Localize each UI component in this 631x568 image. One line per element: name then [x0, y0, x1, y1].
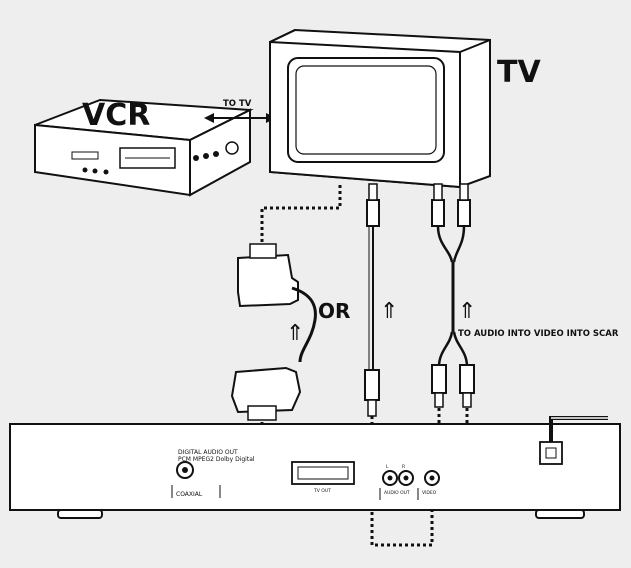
to-tv-label: TO TV — [223, 99, 252, 109]
double-up-arrow-icon: ⇑ — [380, 299, 398, 324]
tv-device — [269, 28, 491, 189]
audio-l-label: L — [386, 464, 389, 470]
vcr-label: VCR — [82, 98, 150, 133]
audio-r-label: R — [402, 464, 405, 470]
pcm-format-label: PCM MPEG2 Dolby Digital — [178, 456, 255, 463]
dvd-player-device — [9, 416, 621, 519]
video-out-label: VIDEO — [422, 490, 437, 496]
audio-out-label: AUDIO OUT — [384, 490, 410, 496]
scart-plug-bottom — [230, 366, 302, 421]
to-audio-label: TO AUDIO INTO VIDEO INTO SCAR — [458, 329, 619, 339]
scart-plug-top — [237, 243, 317, 363]
scart-dotted-route — [260, 185, 342, 245]
double-up-arrow-icon: ⇑ — [458, 299, 476, 324]
tv-out-label: TV OUT — [313, 488, 331, 494]
double-up-arrow-icon: ⇑ — [286, 321, 304, 346]
or-label: OR — [318, 299, 350, 323]
digital-audio-out-label: DIGITAL AUDIO OUT — [178, 449, 238, 456]
video-rca-cable — [364, 183, 380, 417]
coaxial-label: COAXIAL — [176, 491, 203, 498]
tv-label: TV — [497, 55, 541, 90]
audio-rca-cable — [431, 183, 475, 408]
vcr-device — [34, 98, 254, 197]
